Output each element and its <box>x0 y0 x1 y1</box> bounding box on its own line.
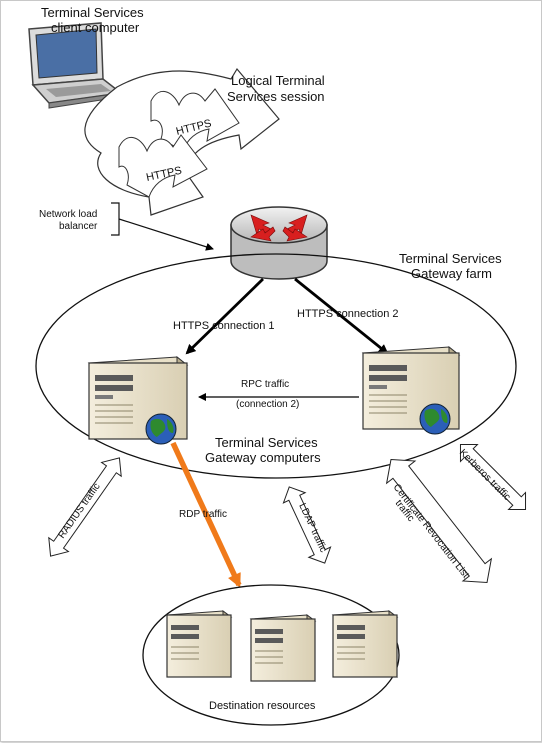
gateway-farm-label-line2: Gateway farm <box>411 266 492 281</box>
kerberos-traffic-arrow <box>459 443 527 511</box>
client-computer-label-line1: Terminal Services <box>41 5 144 20</box>
client-computer-label-line2: client computer <box>51 20 140 35</box>
radius-traffic-arrow <box>48 457 122 557</box>
logical-session-tunnel <box>84 67 280 216</box>
router-icon <box>230 206 328 280</box>
rdp-traffic-label: RDP traffic <box>179 509 227 520</box>
destination-resources-label: Destination resources <box>209 700 316 712</box>
rpc-traffic-label-line1: RPC traffic <box>241 379 289 390</box>
nlb-label-line2: balancer <box>59 221 98 232</box>
gateway-farm-ellipse <box>35 253 517 479</box>
destination-server-icon <box>249 614 317 682</box>
https-connection-1-arrow <box>185 277 264 355</box>
gateway-computers-label-line2: Gateway computers <box>205 450 321 465</box>
gateway-computers-label-line1: Terminal Services <box>215 435 318 450</box>
rpc-traffic-label-line2: (connection 2) <box>236 399 299 410</box>
gateway-farm-label-line1: Terminal Services <box>399 251 502 266</box>
crl-traffic-arrow <box>385 459 493 583</box>
destination-server-icon <box>165 610 233 678</box>
ldap-traffic-arrow <box>282 486 332 564</box>
globe-icon <box>145 413 177 445</box>
https-connection-1-label: HTTPS connection 1 <box>173 320 275 332</box>
rdp-traffic-arrow <box>170 441 242 588</box>
https-connection-2-arrow <box>294 277 389 355</box>
laptop-icon <box>28 22 123 109</box>
destination-server-icon <box>331 610 399 678</box>
nlb-label-line1: Network load <box>39 209 97 220</box>
kerberos-traffic-label: Kerberos traffic <box>457 447 513 503</box>
logical-session-label-line1: Logical Terminal <box>231 73 325 88</box>
logical-session-label-line2: Services session <box>227 89 325 104</box>
globe-icon <box>419 403 451 435</box>
https-connection-2-label: HTTPS connection 2 <box>297 308 399 320</box>
nlb-bracket <box>111 202 214 251</box>
radius-traffic-label: RADIUS traffic <box>56 481 102 540</box>
